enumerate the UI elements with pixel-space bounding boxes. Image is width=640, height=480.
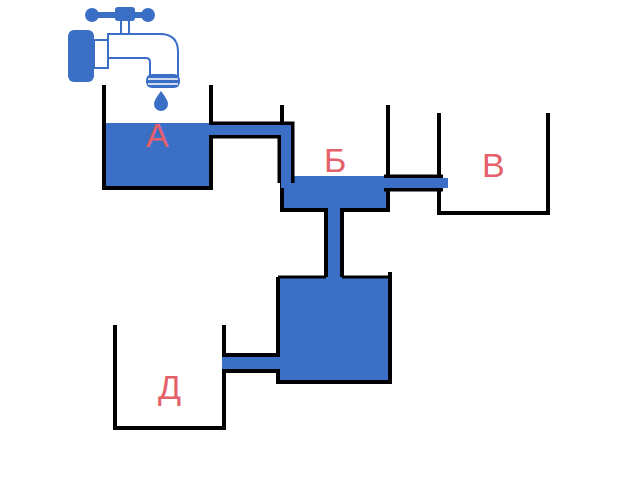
faucet-handle (92, 12, 148, 18)
container-label: В (482, 148, 505, 182)
pipe-water (222, 357, 282, 369)
nozzle-ring (148, 78, 178, 80)
handle-knob (141, 8, 155, 22)
faucet (68, 7, 180, 111)
container: А (102, 85, 213, 190)
container: Б (280, 105, 390, 212)
pipe-water (328, 206, 340, 282)
pipe (326, 206, 342, 282)
nozzle-ring (148, 83, 178, 85)
faucet-spout (108, 34, 178, 76)
tank-top (278, 276, 326, 279)
pipe-water (209, 130, 286, 183)
pipe (384, 183, 443, 184)
pipe-water (384, 178, 443, 188)
faucet-base (68, 30, 94, 82)
pipe (209, 130, 286, 183)
faucet-nozzle (146, 74, 180, 88)
tank-wall (278, 272, 390, 382)
container-label: Б (324, 143, 346, 177)
handle-knob (85, 8, 99, 22)
tank-top (342, 276, 388, 279)
pipe-wall (324, 212, 328, 279)
tank-water (278, 277, 388, 381)
pipe-wall (226, 353, 278, 357)
pipe-wall (340, 212, 344, 279)
faucet-handle-hub (115, 7, 135, 21)
faucet-stem (121, 18, 129, 34)
pipe (222, 355, 282, 371)
pipe-wall (209, 130, 286, 183)
pipe-wall (226, 369, 278, 373)
container-label: А (146, 118, 169, 152)
pipe-wall (384, 175, 443, 192)
tank (278, 272, 390, 382)
faucet-neck (94, 40, 108, 68)
container-label: Д (158, 370, 181, 404)
container: В (437, 113, 550, 215)
water-drop (154, 91, 168, 111)
water (284, 176, 386, 208)
container: Д (113, 325, 226, 430)
